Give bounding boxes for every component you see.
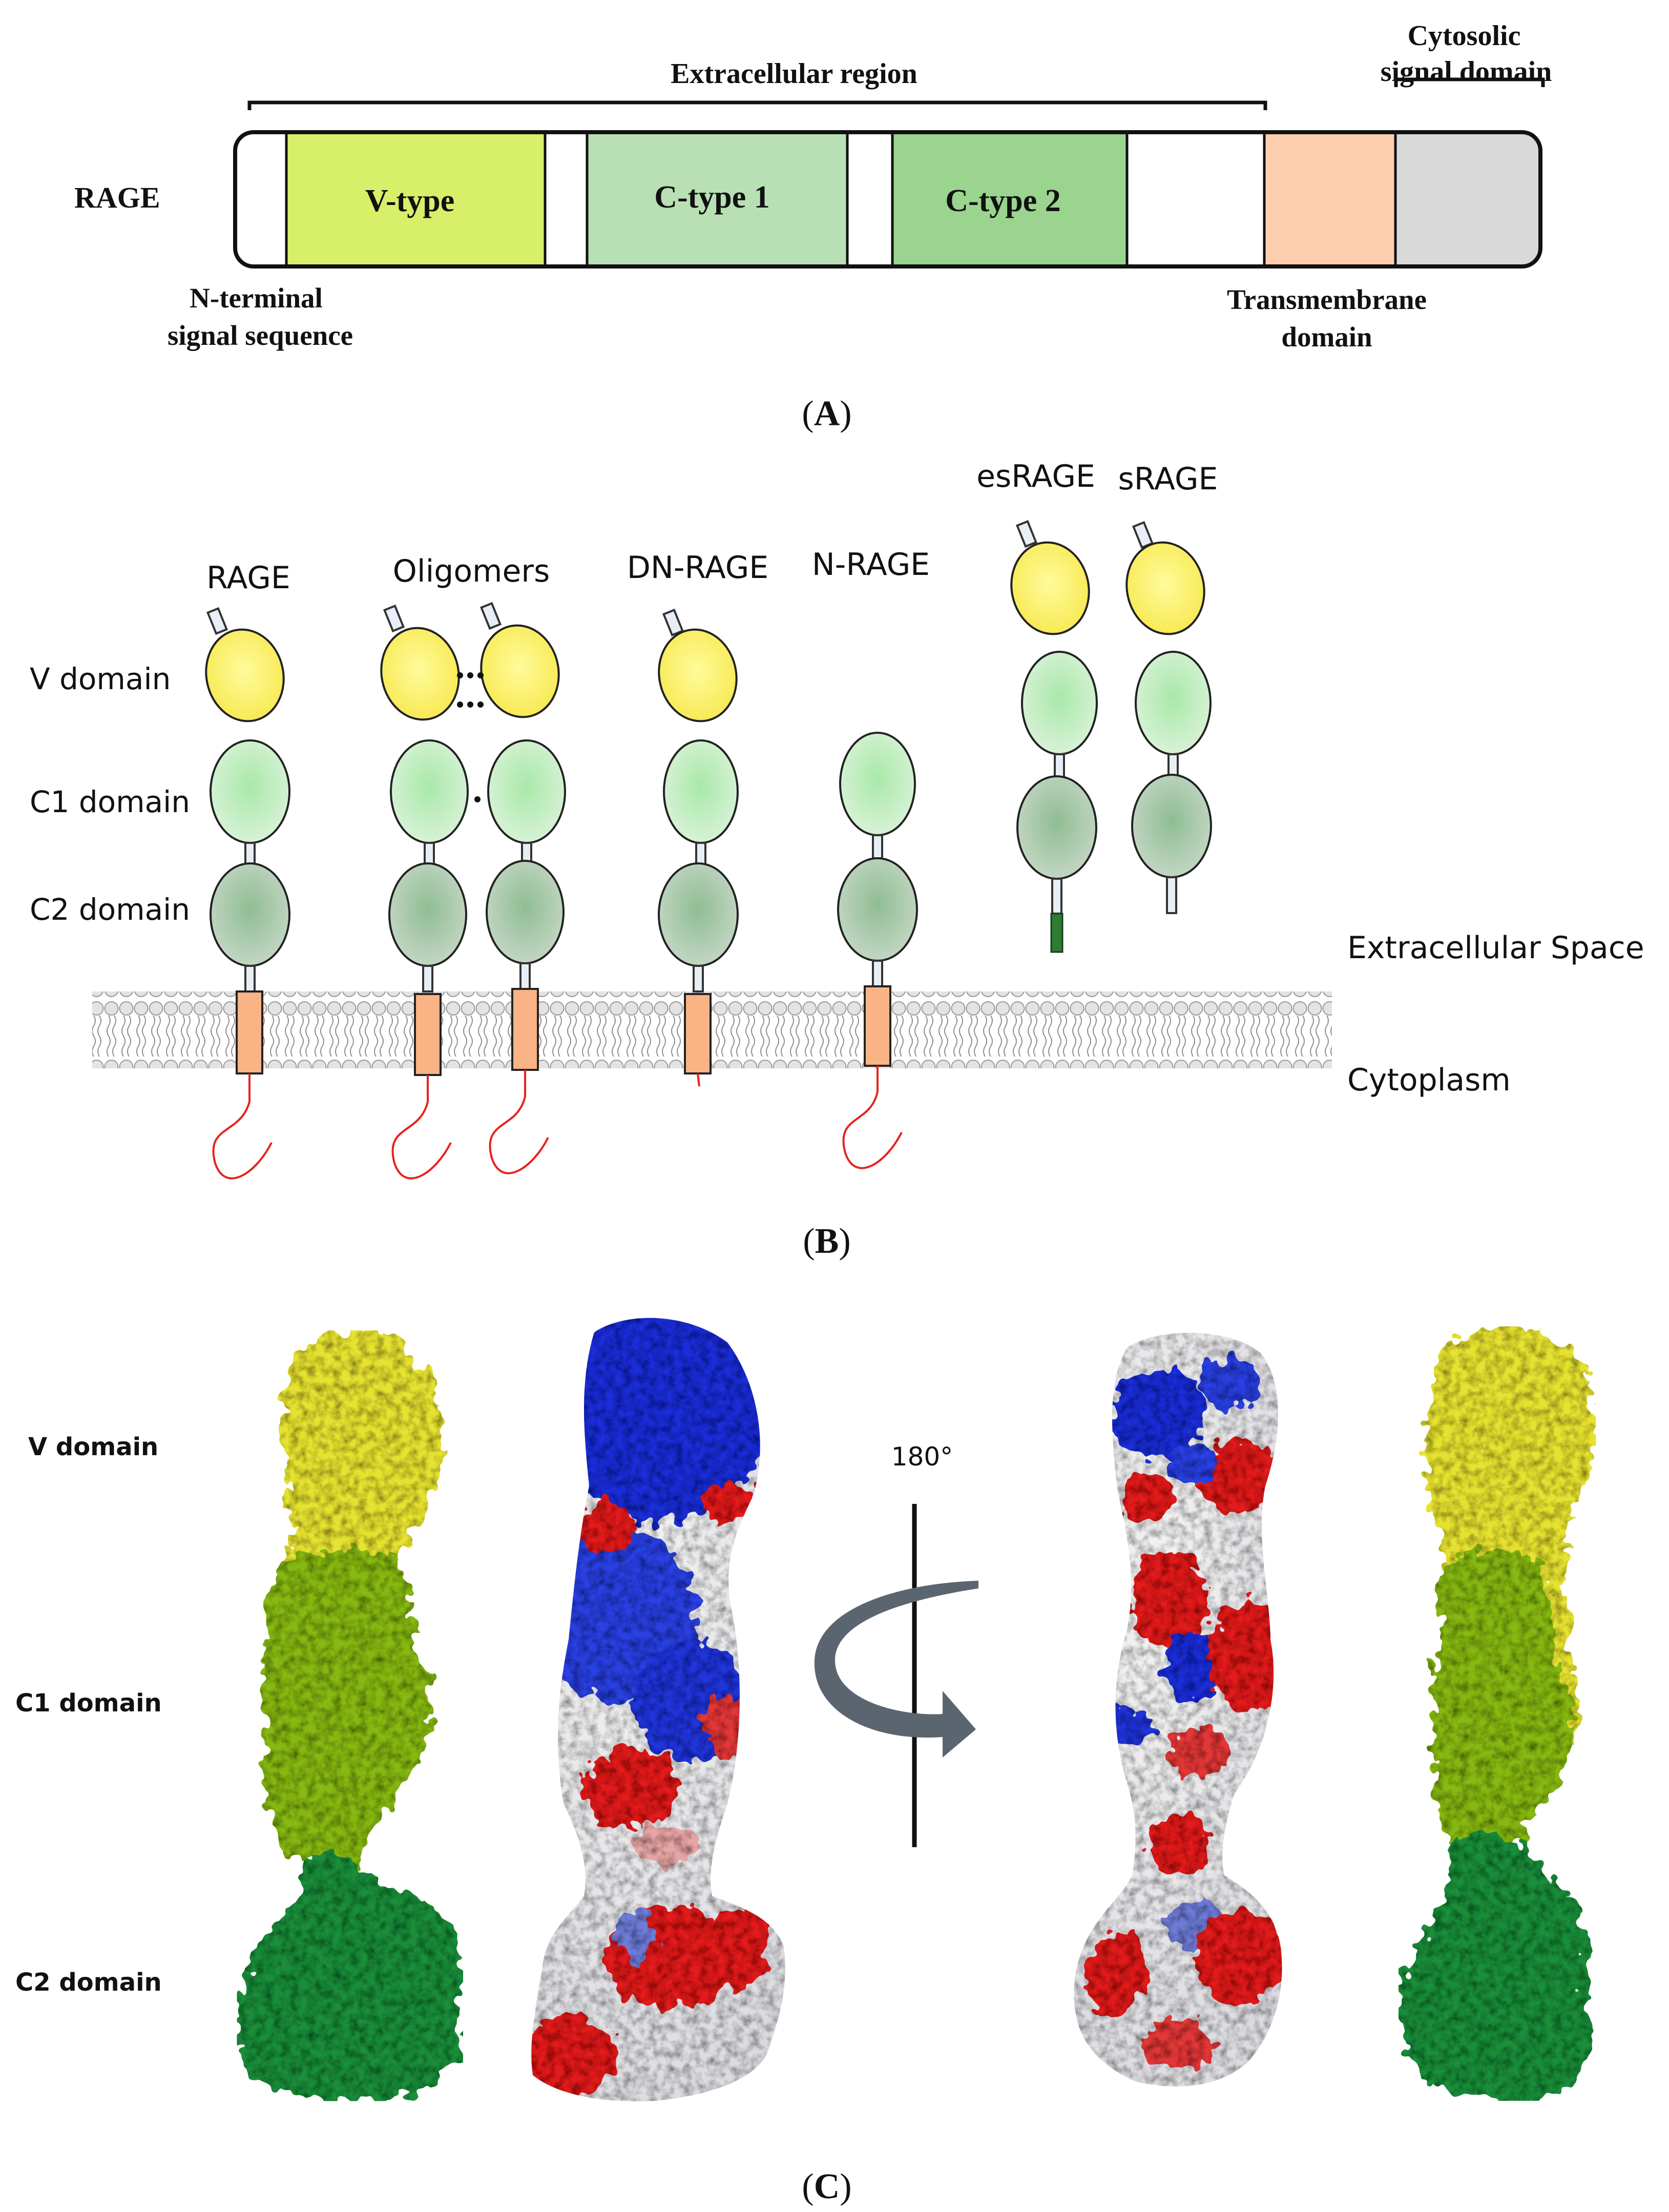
isoform-rage — [205, 607, 290, 1180]
n-terminal-label-line1: N-terminal — [190, 282, 323, 314]
oligomer-left-c1-domain — [390, 739, 469, 844]
isoform-title-dn-rage: DN-RAGE — [627, 550, 768, 586]
extracellular-space-label: Extracellular Space — [1347, 930, 1644, 966]
extracellular-bracket — [247, 100, 1267, 110]
protein-name-label: RAGE — [74, 181, 160, 214]
isoform-title-esrage: esRAGE — [976, 459, 1095, 494]
oligomer-left-transmembrane — [414, 993, 442, 1076]
isoform-title-n-rage: N-RAGE — [812, 547, 930, 583]
oligomer-interaction-dots — [457, 672, 484, 802]
transmembrane-label-line2: domain — [1281, 321, 1372, 353]
isoform-dn-rage — [658, 608, 739, 1087]
oligomer-left-v-domain — [380, 627, 460, 721]
domain-bar: V-type C-type 1 C-type 2 — [233, 130, 1542, 268]
surface-electrostatic-front — [531, 1318, 785, 2101]
cytosolic-bracket — [1394, 77, 1545, 87]
segment-linker-1 — [545, 132, 587, 266]
cytosolic-label-line1: Cytosolic — [1408, 20, 1521, 52]
cytoplasm-label: Cytoplasm — [1347, 1062, 1511, 1098]
surface-row-label-v-domain: V domain — [28, 1433, 158, 1461]
segment-linker-3 — [1127, 132, 1264, 266]
row-label-v-domain: V domain — [30, 661, 171, 696]
dn-rage-transmembrane — [684, 993, 712, 1074]
srage-v-domain — [1125, 541, 1205, 635]
isoform-esrage — [1010, 520, 1098, 953]
n-terminal-label-line2: signal sequence — [168, 320, 353, 351]
row-label-c1-domain: C1 domain — [30, 784, 190, 819]
rage-cytosolic-tail — [212, 1073, 273, 1180]
isoform-title-rage: RAGE — [206, 560, 290, 596]
oligomer-right-v-domain — [480, 624, 560, 718]
isoform-title-srage: sRAGE — [1118, 461, 1218, 497]
n-rage-transmembrane — [864, 985, 891, 1067]
segment-n-terminal — [235, 132, 286, 266]
dn-rage-truncated-tail — [697, 1073, 700, 1087]
isoform-oligomer-right — [479, 602, 566, 1174]
panel-c: V domain C1 domain C2 domain — [15, 1318, 1596, 2206]
rage-c1-domain — [210, 739, 290, 844]
esrage-v-domain — [1010, 541, 1090, 635]
extracellular-region-label: Extracellular region — [671, 58, 917, 90]
n-rage-c1-domain — [839, 732, 916, 836]
lipid-bilayer — [92, 991, 1332, 1068]
segment-c-type-2 — [892, 132, 1127, 266]
rotation-indicator: 180° — [814, 1442, 978, 1847]
dn-rage-c2-domain — [658, 862, 739, 967]
oligomer-right-c1-domain — [487, 739, 566, 844]
isoform-srage — [1125, 521, 1212, 914]
segment-c-type-1 — [587, 132, 847, 266]
domain-bar-outline — [233, 130, 1542, 268]
row-label-c2-domain: C2 domain — [30, 892, 190, 927]
surface-row-label-c1-domain: C1 domain — [15, 1689, 162, 1718]
oligomer-right-transmembrane — [511, 988, 539, 1071]
rotation-arrow — [814, 1581, 978, 1758]
isoform-n-rage — [837, 732, 918, 1169]
oligomer-left-c2-domain — [388, 862, 467, 967]
panel-c-label: (C) — [802, 2167, 851, 2206]
panel-b: V domain C1 domain C2 domain Extracellul… — [30, 459, 1644, 1261]
esrage-c1-domain — [1021, 651, 1098, 755]
panel-a-label: (A) — [802, 394, 851, 433]
panel-a: Extracellular region Cytosolic signal do… — [74, 20, 1552, 433]
surface-domains-front — [237, 1330, 463, 2101]
oligomer-right-cytosolic-tail — [489, 1070, 549, 1174]
transmembrane-label-line1: Transmembrane — [1227, 284, 1427, 315]
segment-v-type — [286, 132, 545, 266]
segment-c-type-2-label: C-type 2 — [945, 183, 1061, 218]
surface-electrostatic-back — [1074, 1333, 1282, 2086]
cytosolic-label-line2: signal domain — [1381, 56, 1552, 88]
segment-c-type-1-label: C-type 1 — [654, 180, 770, 215]
rotation-label: 180° — [891, 1442, 953, 1472]
dn-rage-v-domain — [658, 628, 738, 722]
surface-domains-back — [1399, 1326, 1596, 2101]
n-rage-c2-domain — [837, 857, 918, 962]
oligomer-left-cytosolic-tail — [391, 1075, 452, 1180]
surface-row-label-c2-domain: C2 domain — [15, 1968, 162, 1997]
rage-c2-domain — [210, 862, 290, 967]
rage-transmembrane — [236, 990, 263, 1074]
srage-c1-domain — [1135, 651, 1212, 755]
rage-v-domain — [205, 628, 285, 722]
esrage-c2-domain — [1016, 775, 1097, 880]
srage-c2-domain — [1131, 774, 1212, 878]
segment-v-type-label: V-type — [365, 183, 454, 218]
dn-rage-c1-domain — [663, 739, 739, 844]
segment-cytosolic — [1395, 132, 1540, 266]
esrage-unique-c-terminal — [1050, 913, 1063, 953]
panel-b-label: (B) — [803, 1222, 850, 1261]
oligomer-right-c2-domain — [486, 860, 565, 964]
segment-transmembrane — [1264, 132, 1395, 266]
isoform-oligomer-left — [380, 604, 469, 1180]
segment-linker-2 — [847, 132, 892, 266]
n-rage-cytosolic-tail — [842, 1066, 903, 1169]
isoform-title-oligomers: Oligomers — [393, 553, 550, 589]
